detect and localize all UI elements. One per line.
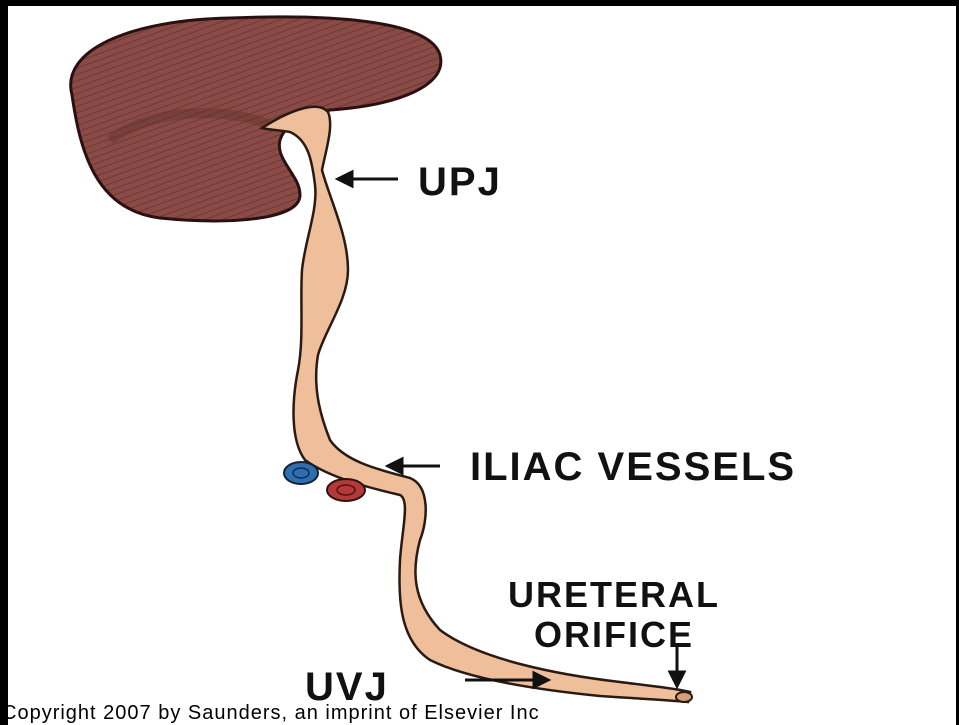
iliac-vein — [284, 462, 318, 484]
copyright-notice: Copyright 2007 by Saunders, an imprint o… — [2, 702, 957, 725]
ureteral-orifice-label-line2: ORIFICE — [508, 615, 720, 655]
ureteral-orifice-label-line1: URETERAL — [508, 575, 720, 615]
ureteral-orifice-opening — [676, 692, 692, 702]
upj-arrow — [338, 172, 398, 186]
upj-label: UPJ — [418, 160, 502, 205]
iliac-vessels-label: ILIAC VESSELS — [470, 445, 796, 490]
kidney — [71, 17, 441, 221]
iliac-artery — [327, 479, 365, 501]
iliac-arrow — [388, 459, 440, 473]
ureteral-orifice-label: URETERAL ORIFICE — [508, 575, 720, 655]
